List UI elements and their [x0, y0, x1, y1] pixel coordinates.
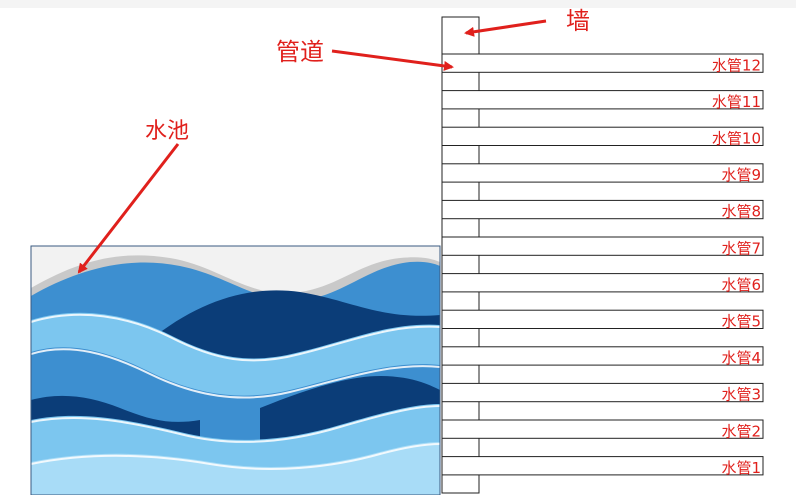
pipe-label: 水管10 [712, 130, 761, 148]
pipe [441, 53, 764, 73]
pipe-label: 水管4 [721, 349, 761, 367]
pipe-label: 水管11 [712, 93, 761, 111]
pipe [441, 273, 764, 293]
pipeline-label: 管道 [276, 38, 324, 66]
pipe [441, 163, 764, 183]
pipe-label: 水管3 [721, 386, 761, 404]
pipe-label: 水管12 [712, 56, 761, 74]
pipe [441, 90, 764, 110]
pipe [441, 419, 764, 439]
pool-label: 水池 [145, 119, 189, 144]
annotations: 墙 管道 水池 [77, 7, 590, 274]
pipe [441, 309, 764, 330]
pool-illustration [31, 246, 440, 495]
pipe [441, 126, 764, 146]
pool-arrow [77, 143, 180, 274]
wave-highlight-1 [31, 313, 440, 362]
pipe [441, 382, 764, 403]
pipe [441, 236, 764, 256]
pipe [441, 199, 764, 220]
pipe-label: 水管6 [721, 276, 761, 294]
pipe-label: 水管2 [721, 422, 761, 440]
pipe-label: 水管1 [721, 459, 761, 477]
pipe [441, 456, 764, 476]
pipe-label: 水管5 [721, 313, 761, 331]
wave-highlight-4 [31, 443, 440, 470]
pipe [441, 346, 764, 366]
pipe-label: 水管9 [721, 166, 761, 184]
pipes-group: 水管12 水管11 水管10 水管9 水管8 水管7 水管6 水管5 水管4 水管3 水管2 水管1 [441, 53, 764, 477]
pipeline-arrow [331, 49, 454, 71]
top-strip [0, 0, 796, 8]
wall-label: 墙 [566, 7, 590, 35]
pipe-label: 水管7 [721, 239, 761, 257]
pipe-label: 水管8 [721, 203, 761, 221]
wave-highlight-3 [31, 405, 440, 443]
wave-highlight-2 [31, 348, 440, 399]
wall-arrow [464, 19, 547, 37]
